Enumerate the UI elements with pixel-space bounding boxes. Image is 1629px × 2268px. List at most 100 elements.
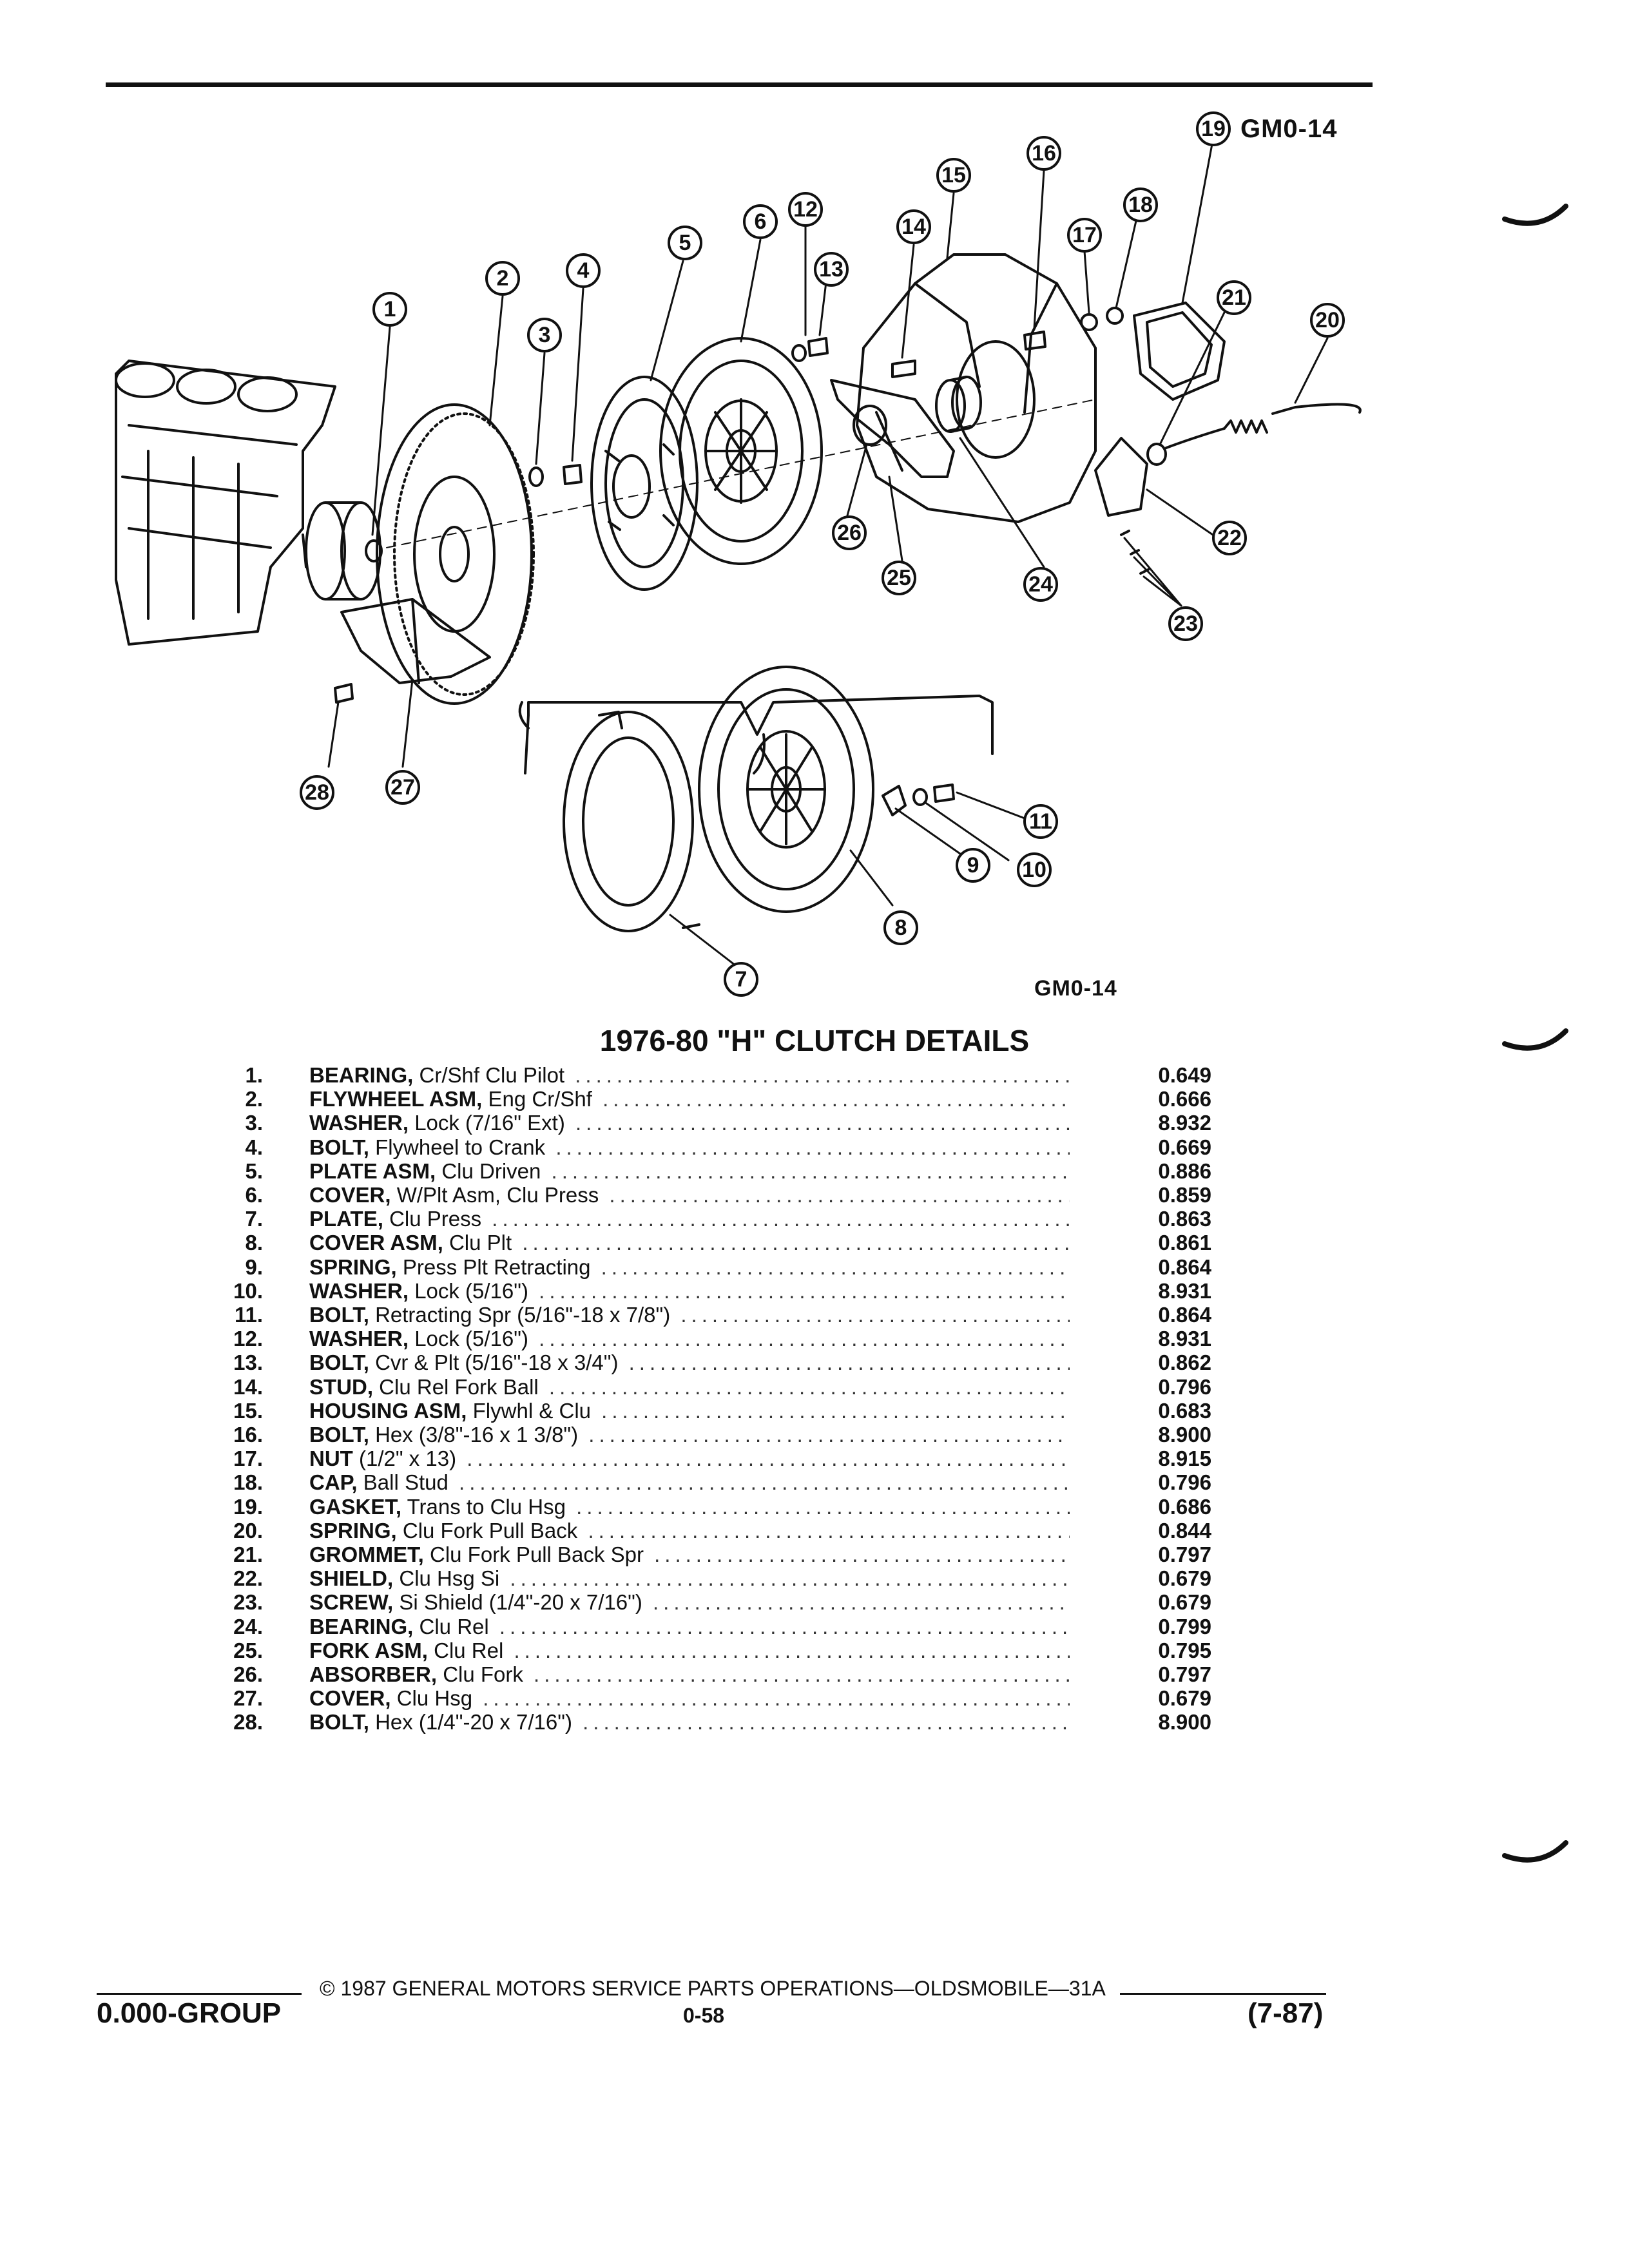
- dot-leader: ........................................…: [555, 1135, 1070, 1159]
- item-description: COVER, Clu Hsg .........................…: [309, 1686, 1070, 1710]
- callout-14: 14: [896, 209, 931, 244]
- dot-leader: ........................................…: [510, 1566, 1070, 1591]
- parts-row: 24.BEARING, Clu Rel ....................…: [0, 1615, 1629, 1639]
- item-detail: Lock (7/16" Ext): [414, 1111, 565, 1135]
- item-description: WASHER, Lock (7/16" Ext) ...............…: [309, 1111, 1070, 1135]
- callout-22: 22: [1212, 521, 1247, 555]
- figure-code-top: GM0-14: [1240, 115, 1338, 143]
- svg-text:7: 7: [735, 967, 747, 992]
- parts-row: 13. BOLT, Cvr & Plt (5/16"-18 x 3/4") ...…: [0, 1350, 1629, 1374]
- item-number: 15.: [233, 1398, 263, 1423]
- svg-text:25: 25: [887, 566, 911, 590]
- svg-text:8: 8: [895, 916, 907, 940]
- group-code: 0.864: [1158, 1254, 1211, 1279]
- retracting-bolt: [933, 783, 955, 803]
- callout-7: 7: [724, 962, 758, 997]
- callout-18: 18: [1123, 187, 1158, 222]
- svg-text:13: 13: [819, 257, 843, 282]
- item-detail: Clu Hsg: [396, 1686, 473, 1711]
- pull-back-spring: [1165, 403, 1362, 449]
- parts-row: 27.COVER, Clu Hsg ......................…: [0, 1686, 1629, 1710]
- item-name: PLATE ASM,: [309, 1158, 436, 1183]
- parts-row: 15.HOUSING ASM, Flywhl & Clu ...........…: [0, 1399, 1629, 1423]
- item-name: COVER ASM,: [309, 1231, 443, 1255]
- item-description: STUD, Clu Rel Fork Ball ................…: [309, 1375, 1070, 1399]
- callout-10: 10: [1017, 852, 1052, 887]
- item-description: SHIELD, Clu Hsg Si .....................…: [309, 1566, 1070, 1590]
- group-code: 8.900: [1158, 1423, 1211, 1446]
- item-detail: Cvr & Plt (5/16"-18 x 3/4"): [375, 1350, 619, 1375]
- group-code: 0.669: [1158, 1135, 1211, 1159]
- item-detail: Clu Plt: [448, 1231, 512, 1255]
- group-code: 8.900: [1158, 1710, 1211, 1735]
- item-detail: Eng Cr/Shf: [488, 1087, 592, 1111]
- item-description: FORK ASM, Clu Rel ......................…: [309, 1639, 1070, 1662]
- item-detail: Hex (1/4"-20 x 7/16"): [375, 1710, 572, 1735]
- item-number: 13.: [233, 1350, 263, 1375]
- group-code: 0.683: [1158, 1398, 1211, 1423]
- item-detail: Clu Press: [389, 1207, 482, 1231]
- revision-date: (7-87): [1248, 1997, 1324, 2029]
- group-code: 0.861: [1158, 1231, 1211, 1255]
- parts-row: 28.BOLT, Hex (1/4"-20 x 7/16") .........…: [0, 1710, 1629, 1734]
- callout-21: 21: [1217, 280, 1251, 315]
- callout-3: 3: [527, 318, 562, 352]
- callout-20: 20: [1310, 303, 1345, 338]
- callout-12: 12: [788, 192, 823, 227]
- item-description: BOLT, Cvr & Plt (5/16"-18 x 3/4") ......…: [309, 1350, 1070, 1374]
- housing-shield: [1094, 437, 1148, 517]
- cover-washer: [791, 344, 807, 362]
- page-number: 0-58: [683, 2004, 725, 2027]
- item-number: 21.: [233, 1542, 263, 1566]
- group-code: 0.679: [1158, 1686, 1211, 1711]
- item-name: COVER,: [309, 1183, 391, 1207]
- svg-text:3: 3: [539, 323, 551, 347]
- item-description: FLYWHEEL ASM, Eng Cr/Shf ...............…: [309, 1087, 1070, 1111]
- engine-block: [115, 360, 491, 684]
- pressure-plate-cover: [659, 337, 823, 565]
- item-detail: Clu Rel Fork Ball: [379, 1374, 539, 1399]
- scan-mark-icon: [1502, 1028, 1568, 1051]
- group-code: 0.863: [1158, 1207, 1211, 1231]
- item-number: 19.: [233, 1494, 263, 1519]
- svg-text:26: 26: [837, 521, 862, 545]
- group-code: 0.666: [1158, 1087, 1211, 1111]
- release-fork: [830, 379, 955, 478]
- dot-leader: ........................................…: [499, 1614, 1070, 1639]
- item-number: 12.: [233, 1327, 263, 1351]
- item-name: BOLT,: [309, 1710, 369, 1735]
- svg-text:24: 24: [1028, 572, 1053, 597]
- callout-2: 2: [485, 261, 520, 296]
- dot-leader: ........................................…: [483, 1686, 1070, 1711]
- item-description: NUT (1/2" x 13) ........................…: [309, 1446, 1070, 1470]
- item-name: CAP,: [309, 1470, 358, 1495]
- item-detail: Hex (3/8"-16 x 1 3/8"): [375, 1423, 579, 1446]
- item-name: WASHER,: [309, 1278, 409, 1303]
- dot-leader: ........................................…: [680, 1303, 1070, 1327]
- callout-24: 24: [1023, 567, 1058, 602]
- svg-text:2: 2: [497, 266, 509, 291]
- item-name: BOLT,: [309, 1423, 369, 1446]
- item-number: 1.: [245, 1063, 263, 1087]
- group-code: 0.649: [1158, 1063, 1211, 1087]
- part-callouts: 1 2 3 4 5 6 7 8 9 10 11 12 13 14 15 16 1…: [300, 111, 1345, 997]
- pilot-bearing: [365, 539, 383, 562]
- callout-28: 28: [300, 775, 334, 810]
- item-name: BOLT,: [309, 1350, 369, 1375]
- parts-row: 11.BOLT, Retracting Spr (5/16"-18 x 7/8"…: [0, 1303, 1629, 1327]
- item-number: 24.: [233, 1614, 263, 1639]
- item-detail: Retracting Spr (5/16"-18 x 7/8"): [375, 1303, 671, 1327]
- dot-leader: ........................................…: [514, 1638, 1070, 1662]
- item-name: BEARING,: [309, 1614, 414, 1639]
- group-code: 8.931: [1158, 1278, 1211, 1303]
- item-detail: Si Shield (1/4"-20 x 7/16"): [399, 1590, 642, 1615]
- callout-4: 4: [566, 253, 601, 288]
- scan-mark-icon: [1502, 204, 1568, 226]
- item-number: 17.: [233, 1446, 263, 1471]
- dot-leader: ........................................…: [609, 1183, 1070, 1207]
- group-code: 0.799: [1158, 1614, 1211, 1639]
- item-number: 26.: [233, 1662, 263, 1686]
- footer-rule-right: [1120, 1993, 1326, 1995]
- dot-leader: ........................................…: [588, 1423, 1070, 1446]
- item-description: GROMMET, Clu Fork Pull Back Spr ........…: [309, 1542, 1070, 1566]
